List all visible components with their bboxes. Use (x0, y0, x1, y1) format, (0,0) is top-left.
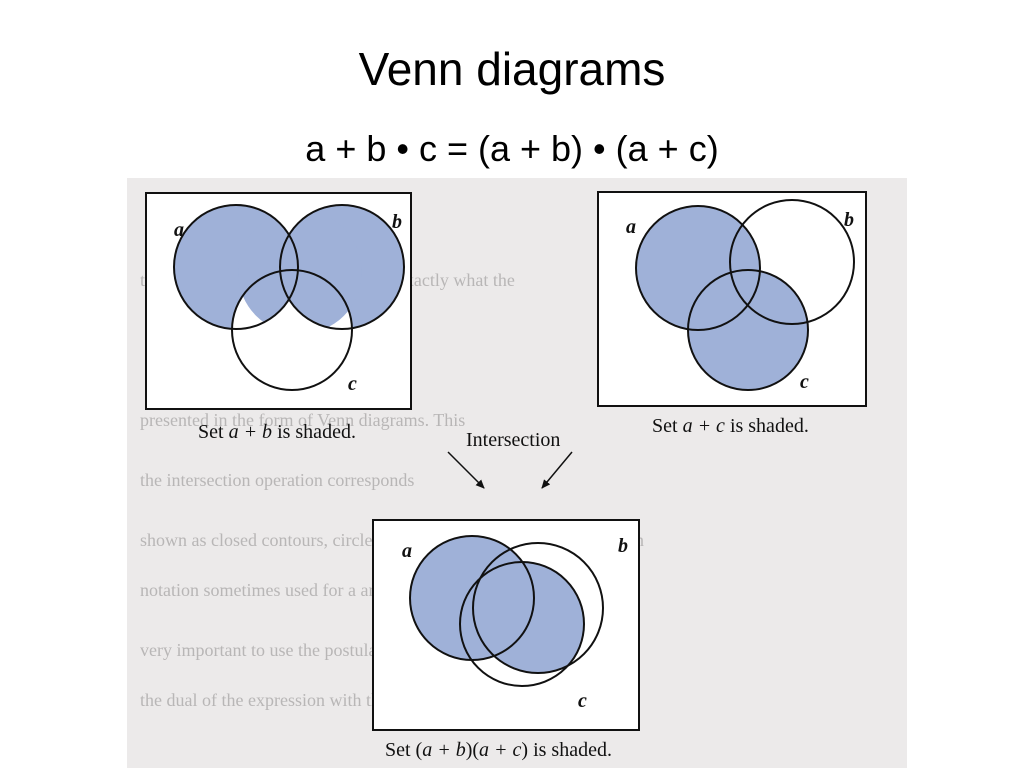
label-a: a (402, 540, 412, 562)
label-c: c (800, 371, 809, 393)
circle-a-outline (173, 204, 299, 330)
label-c: c (348, 373, 357, 395)
venn-diagram-intersection: a b c Set (a + b)(a + c) is shaded. (372, 519, 640, 761)
venn-diagram-a-plus-b: a b c Set a + b is shaded. (145, 192, 412, 443)
circle-c-outline (687, 269, 809, 391)
circle-c-outline (231, 269, 353, 391)
circle-b-outline (279, 204, 405, 330)
label-a: a (174, 219, 184, 241)
caption-bottom: Set (a + b)(a + c) is shaded. (385, 739, 612, 761)
label-b: b (844, 209, 854, 231)
circle-a-outline (635, 205, 761, 331)
venn-diagram-a-plus-c: a b c Set a + c is shaded. (597, 191, 867, 437)
label-c: c (578, 690, 587, 712)
set-c-shaded (688, 270, 808, 390)
intersection-label: Intersection (466, 429, 560, 451)
distributive-formula: a + b • c = (a + b) • (a + c) (305, 128, 719, 169)
circle-b-outline (729, 199, 855, 325)
caption-left: Set a + b is shaded. (198, 421, 356, 443)
label-a: a (626, 216, 636, 238)
page-title: Venn diagrams (358, 43, 666, 95)
circle-c-outline (459, 561, 585, 687)
bleed-through-text: the intersection operation corresponds (140, 470, 415, 490)
circle-b-outline (472, 542, 604, 674)
bleed-through-text: presented in the form of Venn diagrams. … (140, 410, 466, 430)
label-b: b (392, 211, 402, 233)
label-b: b (618, 535, 628, 557)
arrow-from-right (541, 451, 573, 489)
caption-right: Set a + c is shaded. (652, 415, 809, 437)
arrow-from-left (447, 451, 485, 489)
